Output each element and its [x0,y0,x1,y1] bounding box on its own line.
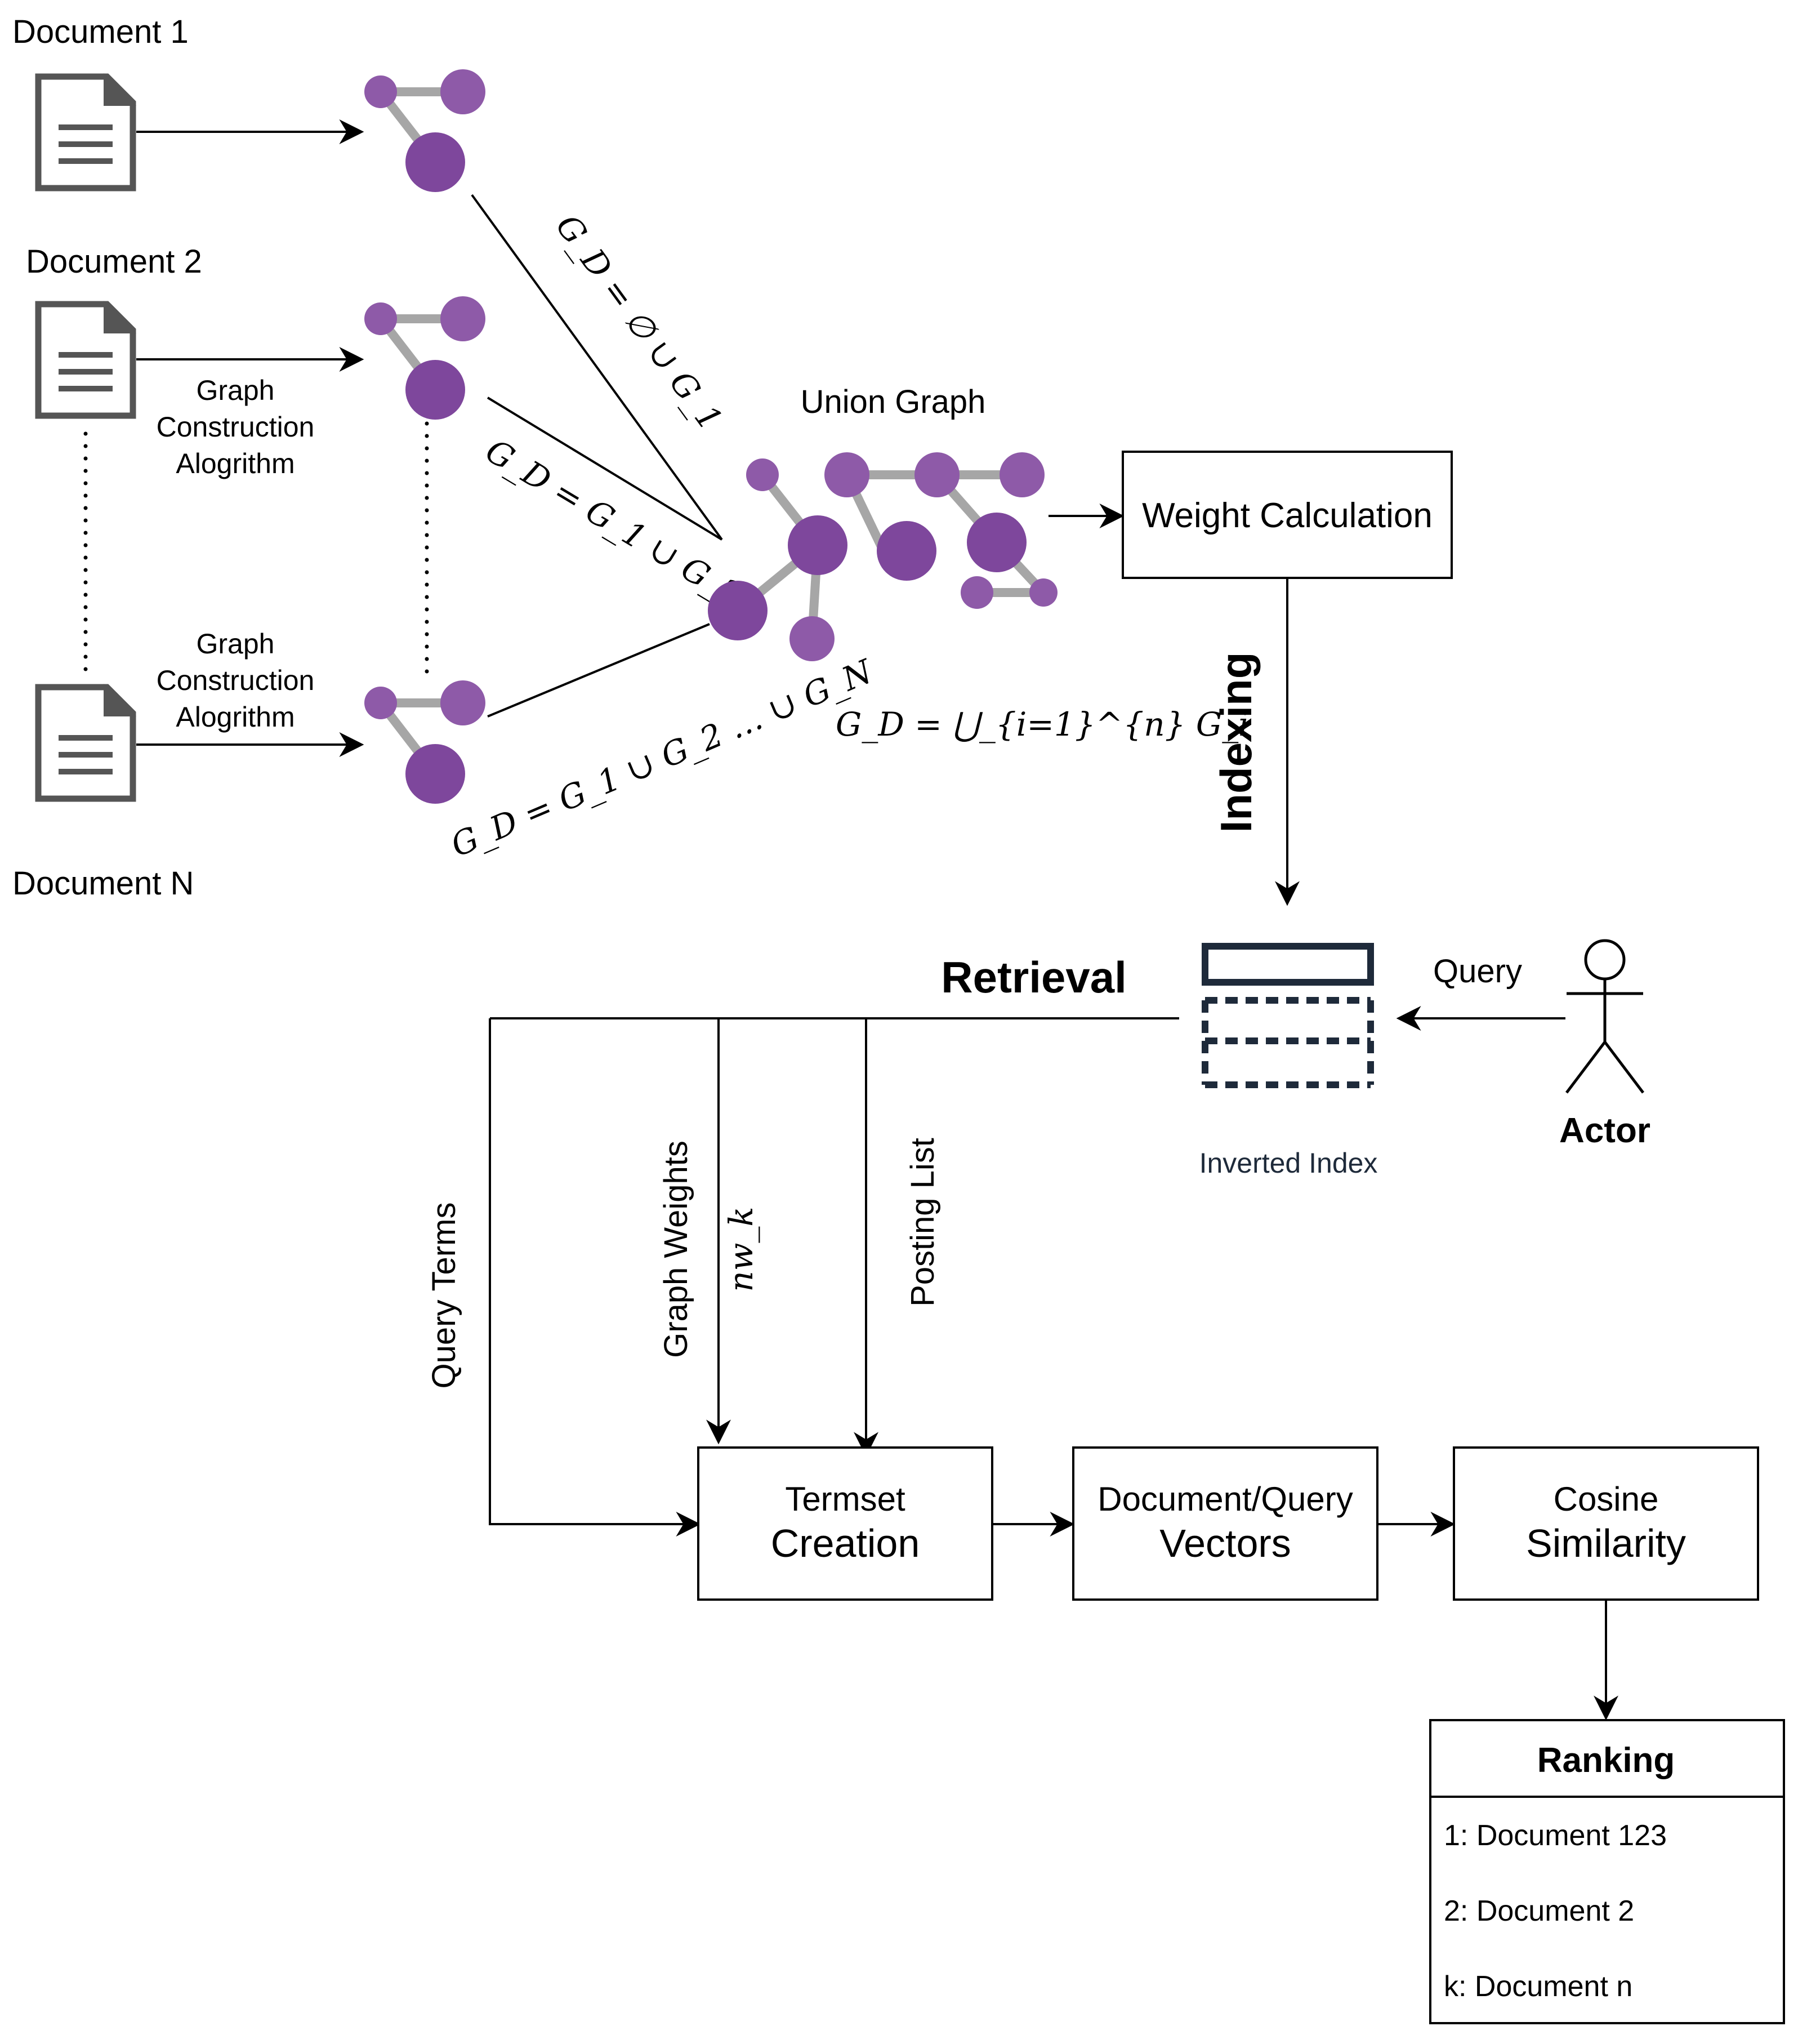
document-query-vectors-box: Document/Query Vectors [1072,1446,1378,1601]
g2-to-union-line [487,397,723,541]
retrieval-label: Retrieval [941,952,1127,1002]
query-terms-label: Query Terms [426,1203,462,1389]
gn-to-union-line [487,623,710,718]
cosine-similarity-line1: Cosine [1554,1480,1659,1518]
actor-label: Actor [1559,1111,1650,1150]
document-1-label: Document 1 [12,14,189,50]
document-n-icon [35,684,136,802]
ranking-item-2: 2: Document 2 [1444,1895,1634,1927]
g1-to-union-line [471,194,723,541]
graph-g2 [364,296,485,420]
document-2-label: Document 2 [26,243,202,280]
termset-creation-line2: Creation [771,1521,920,1565]
posting-list-label: Posting List [904,1138,941,1307]
indexing-label: Indexing [1211,652,1261,833]
graph-gn [364,680,485,804]
termset-creation-box: Termset Creation [697,1446,993,1601]
ranking-box: Ranking 1: Document 123 2: Document 2 k:… [1429,1719,1785,2024]
graph-g1 [364,69,485,192]
graph-construction-label-lower: Graph Construction Alogrithm [157,628,315,733]
weight-calculation-box: Weight Calculation [1122,451,1453,579]
cosine-similarity-line2: Similarity [1526,1521,1686,1565]
weight-calculation-label: Weight Calculation [1142,496,1433,535]
union-graph-title: Union Graph [801,384,986,420]
formula-gd-g1-union-g2: G_D = G_1 ∪ G_2 [479,431,748,614]
nw-k-label: nw_k [722,1206,760,1292]
union-formula: G_D = ⋃_{i=1}^{n} G_i [836,705,1249,743]
svg-text:Alogrithm: Alogrithm [176,448,295,479]
query-label: Query [1433,953,1522,990]
union-formula-text: G_D = ⋃_{i=1}^{n} G_i [836,705,1249,743]
document-2-icon [35,301,136,419]
document-query-vectors-line1: Document/Query [1097,1480,1353,1518]
ranking-item-k: k: Document n [1444,1970,1632,2003]
svg-text:Alogrithm: Alogrithm [176,701,295,733]
document-1-icon [35,73,136,192]
graph-construction-label-upper: Graph Construction Alogrithm [157,375,315,479]
termset-creation-line1: Termset [785,1480,905,1518]
formula-gd-g1-to-gn: G_D = G_1 ∪ G_2 … ∪ G_N [445,652,879,865]
formula-gd-empty-union-g1: G_D = ∅ ∪ G_1 [548,207,730,438]
ranking-title: Ranking [1537,1741,1675,1780]
inverted-index-icon [1202,943,1374,1088]
union-graph [708,452,1058,661]
graph-weights-label: Graph Weights [658,1141,694,1358]
svg-text:Construction: Construction [157,411,315,443]
document-query-vectors-line2: Vectors [1159,1521,1291,1565]
actor-icon [1565,939,1644,1094]
cosine-similarity-box: Cosine Similarity [1453,1446,1759,1601]
inverted-index-label: Inverted Index [1199,1147,1378,1179]
svg-text:Graph: Graph [197,628,275,660]
svg-text:Graph: Graph [197,375,275,406]
query-terms-arrow [489,1018,701,1537]
ranking-item-1: 1: Document 123 [1444,1819,1667,1852]
document-n-label: Document N [12,865,194,902]
svg-text:Construction: Construction [157,665,315,696]
